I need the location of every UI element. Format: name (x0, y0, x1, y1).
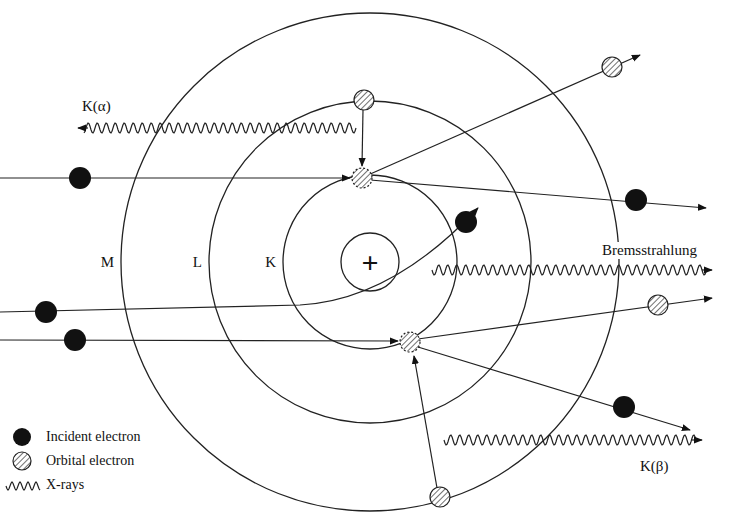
nucleus-sign: + (361, 246, 378, 279)
xray-line-label: K(α) (82, 98, 111, 115)
legend-text: Incident electron (46, 429, 140, 444)
legend-sample-orbital (13, 452, 31, 470)
shell-m: MLK+ (120, 12, 620, 512)
x-ray-wave (84, 123, 356, 133)
bremsstrahlung-label: Bremsstrahlung (600, 242, 699, 259)
legend-text: X-rays (46, 477, 84, 492)
nucleus: + (340, 232, 400, 292)
legend-text: Orbital electron (46, 453, 134, 468)
legend-sample-xray (6, 482, 40, 490)
x-ray-wave (444, 435, 696, 445)
shell-label: L (193, 254, 202, 271)
shell-l: LK+ (208, 100, 532, 424)
legend-sample-incident (13, 428, 31, 446)
x-ray-wave (432, 265, 706, 275)
shell-k: K+ (282, 174, 458, 350)
shell-label: K (265, 254, 276, 271)
xray-line-label: K(β) (640, 458, 668, 475)
shell-label: M (101, 254, 114, 271)
